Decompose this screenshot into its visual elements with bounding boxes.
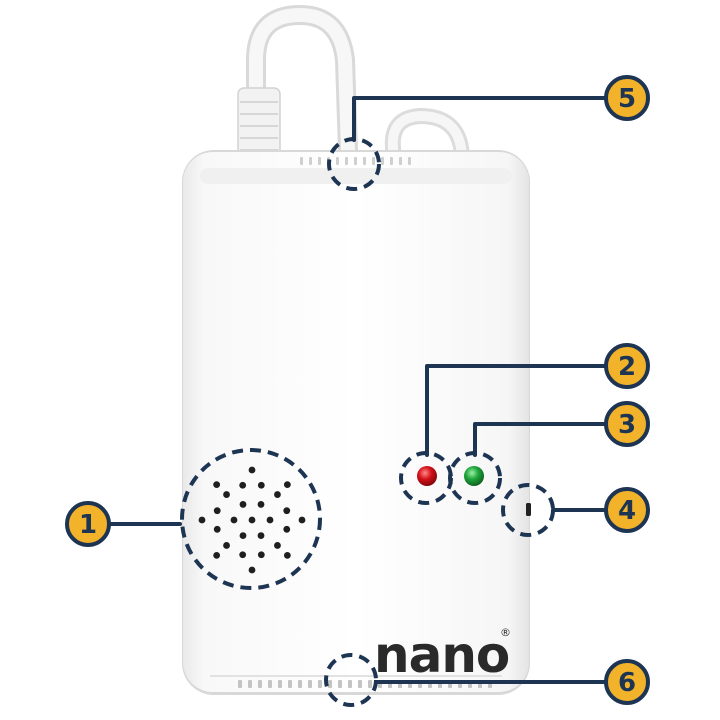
vent-slit [381, 157, 384, 165]
vent-slit [278, 680, 282, 688]
speaker-hole [213, 507, 221, 515]
speaker-hole [198, 516, 206, 524]
callout-badge-5: 5 [604, 75, 650, 121]
speaker-grille [198, 466, 306, 574]
vent-slit [354, 157, 357, 165]
speaker-hole [213, 525, 221, 533]
test-button [526, 503, 531, 516]
callout-5-leader [352, 96, 608, 142]
vent-slit [372, 157, 375, 165]
vent-slit [345, 157, 348, 165]
speaker-hole [213, 551, 221, 559]
vent-slit [390, 157, 393, 165]
vent-slit [309, 157, 312, 165]
badge-circle [604, 401, 650, 447]
badge-circle [65, 501, 111, 547]
speaker-hole [213, 481, 221, 489]
speaker-hole [283, 481, 291, 489]
callout-badge-6: 6 [604, 659, 650, 705]
callout-badge-4: 4 [604, 487, 650, 533]
power-cable [246, 4, 358, 160]
speaker-hole [230, 516, 238, 524]
device-body [182, 150, 530, 695]
speaker-hole [266, 516, 274, 524]
vent-slit [268, 680, 272, 688]
speaker-hole [239, 532, 247, 539]
badge-number: 1 [79, 510, 97, 540]
speaker-hole [274, 542, 281, 549]
vent-slit [318, 680, 322, 688]
speaker-hole [257, 501, 265, 508]
badge-number: 6 [618, 668, 636, 698]
callout-badge-1: 1 [65, 501, 111, 547]
vent-slit [288, 680, 292, 688]
badge-circle [604, 343, 650, 389]
vent-slit [363, 157, 366, 165]
vent-slit [408, 157, 411, 165]
badge-number: 3 [618, 410, 636, 440]
callout-badge-2: 2 [604, 343, 650, 389]
speaker-hole [239, 481, 247, 489]
speaker-hole [283, 551, 291, 559]
vent-slit [348, 680, 352, 688]
callout-3-leader [473, 422, 608, 457]
vent-slit [298, 680, 302, 688]
vent-slit [248, 680, 252, 688]
badge-circle [604, 75, 650, 121]
vent-slit [336, 157, 339, 165]
speaker-hole [223, 491, 230, 498]
vent-slit [358, 680, 362, 688]
callout-badge-3: 3 [604, 401, 650, 447]
vent-slit [399, 157, 402, 165]
callout-2-leader [425, 364, 608, 457]
vent-slit [300, 157, 303, 165]
hanging-loop [384, 107, 470, 168]
badge-number: 2 [618, 352, 636, 382]
speaker-hole [239, 551, 247, 559]
speaker-hole [274, 491, 281, 498]
speaker-hole [283, 525, 291, 533]
speaker-hole [257, 532, 265, 539]
speaker-hole [283, 507, 291, 515]
registered-mark: ® [500, 626, 511, 639]
green-led [464, 466, 484, 486]
badge-circle [604, 659, 650, 705]
speaker-hole [298, 516, 306, 524]
vent-slit [238, 680, 242, 688]
badge-number: 5 [618, 84, 636, 114]
vent-slit [308, 680, 312, 688]
vent-slit [258, 680, 262, 688]
speaker-hole [248, 466, 256, 474]
brand-logo: nano [374, 626, 509, 684]
speaker-hole [257, 481, 265, 489]
vent-slit [368, 680, 372, 688]
speaker-highlight-circle [180, 448, 322, 590]
badge-number: 4 [618, 496, 636, 526]
speaker-hole [248, 516, 256, 524]
speaker-hole [223, 542, 230, 549]
speaker-hole [239, 501, 247, 508]
speaker-hole [248, 566, 256, 574]
vent-slit [338, 680, 342, 688]
vent-slit [318, 157, 321, 165]
red-led [417, 466, 437, 486]
badge-circle [604, 487, 650, 533]
speaker-hole [257, 551, 265, 559]
vent-slit [328, 680, 332, 688]
